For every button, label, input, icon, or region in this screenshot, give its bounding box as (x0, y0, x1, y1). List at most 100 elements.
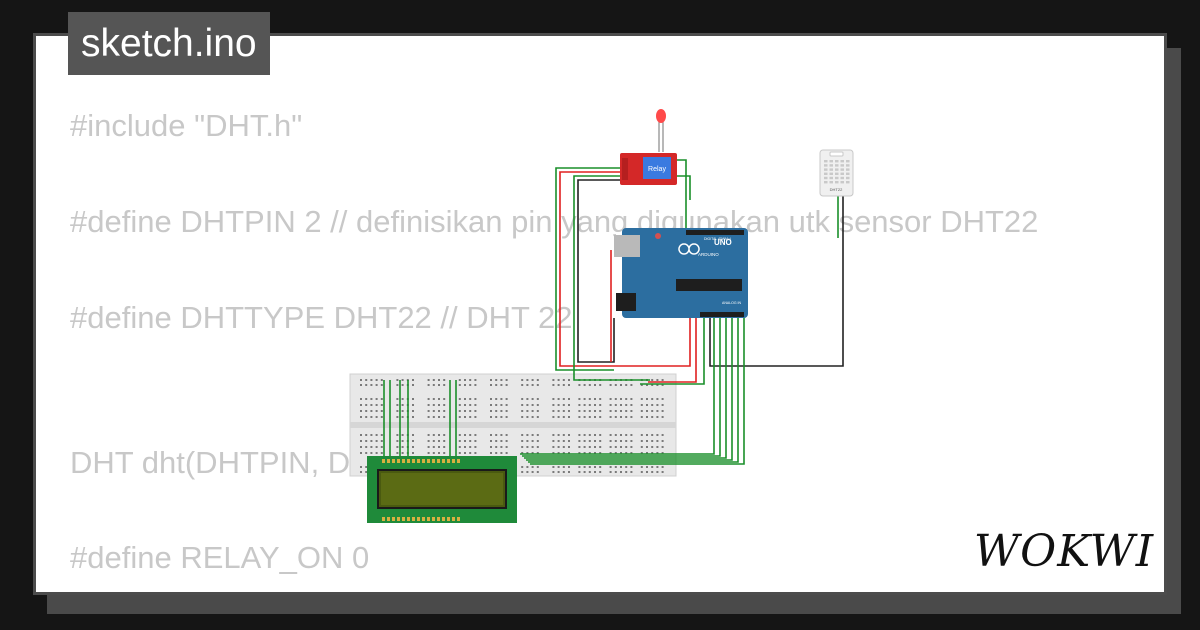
breadboard-hole (464, 452, 466, 454)
breadboard-hole (438, 398, 440, 400)
breadboard-hole (625, 416, 628, 418)
breadboard-hole (609, 384, 612, 386)
breadboard-hole (614, 404, 617, 406)
breadboard-hole (646, 404, 648, 406)
breadboard-hole (474, 384, 477, 386)
lcd-pin (382, 517, 385, 521)
breadboard-hole (562, 446, 565, 448)
lcd-pin (437, 459, 440, 463)
breadboard-hole (396, 434, 399, 436)
breadboard-hole (526, 379, 529, 381)
breadboard-hole (646, 452, 648, 454)
breadboard-hole (536, 440, 539, 442)
breadboard-hole (594, 434, 596, 436)
sensor-vent (835, 176, 839, 180)
breadboard-hole (594, 398, 596, 400)
breadboard-hole (495, 398, 498, 400)
breadboard-hole (526, 404, 529, 406)
breadboard-hole (427, 440, 430, 442)
breadboard-hole (578, 384, 581, 386)
breadboard-hole (500, 446, 503, 448)
breadboard-hole (594, 384, 596, 386)
breadboard-hole (464, 416, 466, 418)
breadboard-hole (380, 398, 383, 400)
breadboard-hole (521, 384, 524, 386)
code-line: #define DHTTYPE DHT22 // DHT 22 (70, 300, 573, 335)
arduino-uno: UNO ARDUINO DIGITAL (PWM~) ANALOG IN (614, 228, 748, 318)
breadboard-hole (599, 404, 602, 406)
lcd-pin (447, 459, 450, 463)
breadboard-hole (656, 410, 659, 412)
breadboard-hole (557, 398, 560, 400)
lcd-pin (427, 517, 430, 521)
breadboard-hole (432, 410, 435, 412)
breadboard-hole (469, 434, 472, 436)
breadboard-hole (656, 384, 659, 386)
breadboard-hole (583, 440, 586, 442)
breadboard-hole (495, 404, 498, 406)
breadboard-hole (521, 404, 524, 406)
breadboard-hole (360, 384, 362, 386)
breadboard-hole (490, 440, 492, 442)
breadboard-hole (505, 434, 508, 436)
sensor-vent (829, 160, 833, 163)
breadboard-hole (599, 440, 602, 442)
breadboard-hole (396, 384, 399, 386)
breadboard-hole (651, 471, 654, 473)
breadboard-hole (412, 434, 414, 436)
breadboard-hole (661, 440, 664, 442)
lcd-pin (407, 517, 410, 521)
breadboard-hole (640, 404, 643, 406)
breadboard-hole (458, 404, 461, 406)
breadboard-hole (578, 446, 581, 448)
breadboard-hole (536, 471, 539, 473)
breadboard-hole (380, 440, 383, 442)
code-line: #define RELAY_ON 0 (70, 540, 370, 575)
breadboard-hole (588, 434, 591, 436)
breadboard-hole (646, 440, 648, 442)
breadboard-hole (594, 471, 596, 473)
breadboard-hole (370, 398, 373, 400)
breadboard-hole (432, 434, 435, 436)
breadboard-hole (401, 404, 404, 406)
breadboard-hole (438, 379, 440, 381)
breadboard-hole (464, 384, 466, 386)
breadboard-hole (474, 440, 477, 442)
breadboard-hole (599, 466, 602, 468)
breadboard-hole (552, 416, 555, 418)
breadboard-hole (458, 452, 461, 454)
arduino-analog-label: ANALOG IN (722, 301, 742, 305)
lcd-pin (437, 517, 440, 521)
breadboard-hole (578, 440, 581, 442)
sensor-vent (835, 168, 839, 171)
breadboard-hole (568, 404, 570, 406)
breadboard-hole (438, 452, 440, 454)
lcd-pin (402, 459, 405, 463)
breadboard-hole (375, 398, 378, 400)
breadboard-hole (438, 404, 440, 406)
breadboard-hole (360, 466, 362, 468)
breadboard-hole (474, 398, 477, 400)
breadboard-hole (609, 466, 612, 468)
breadboard-hole (625, 398, 628, 400)
breadboard-hole (583, 466, 586, 468)
breadboard-hole (562, 440, 565, 442)
breadboard-hole (568, 410, 570, 412)
breadboard-hole (646, 398, 648, 400)
breadboard-hole (609, 471, 612, 473)
breadboard-hole (412, 416, 414, 418)
breadboard-hole (594, 416, 596, 418)
breadboard-hole (380, 379, 383, 381)
dht22-sensor: DHT22 (819, 149, 854, 197)
breadboard-hole (443, 398, 446, 400)
breadboard-hole (438, 434, 440, 436)
breadboard-hole (360, 446, 362, 448)
breadboard-hole (651, 466, 654, 468)
breadboard-hole (583, 410, 586, 412)
breadboard-hole (365, 466, 368, 468)
breadboard-hole (495, 410, 498, 412)
lcd-pin (397, 459, 400, 463)
breadboard-hole (469, 440, 472, 442)
breadboard-hole (557, 440, 560, 442)
breadboard-hole (599, 434, 602, 436)
